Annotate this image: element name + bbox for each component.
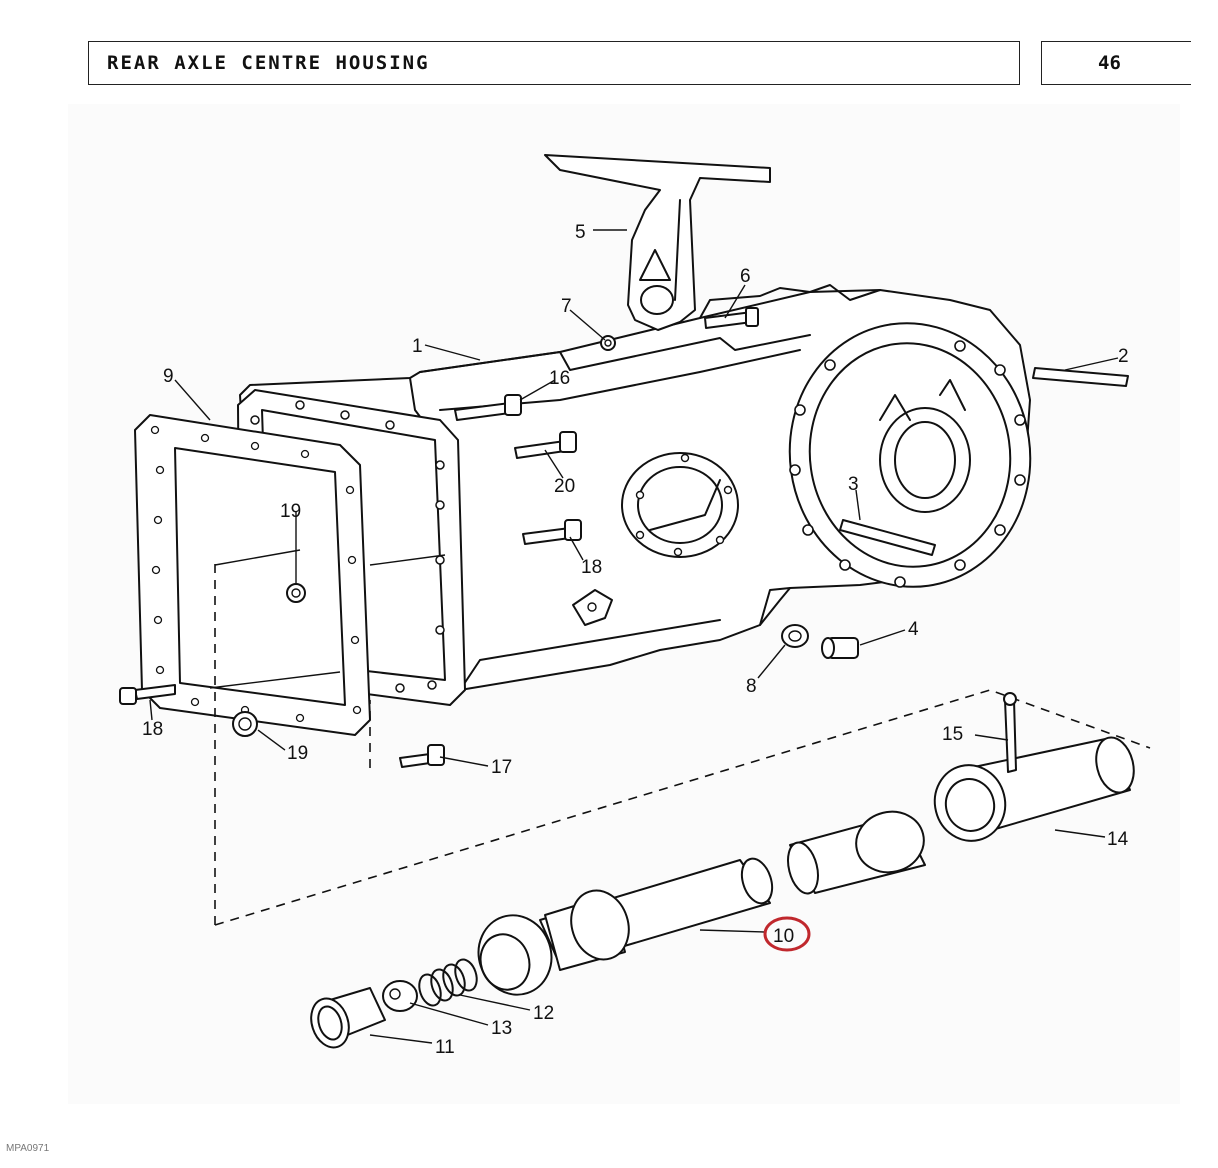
callout-2: 2 <box>1118 346 1129 367</box>
callout-labels: 1 2 3 4 5 6 7 8 9 10 11 12 13 14 15 16 1… <box>142 222 1129 1058</box>
drawing-code: MPA0971 <box>6 1143 50 1154</box>
callout-12: 12 <box>533 1003 554 1024</box>
bolt-18-lower <box>119 684 176 705</box>
callout-3: 3 <box>848 474 859 495</box>
bolt-20 <box>514 431 577 459</box>
callout-7: 7 <box>561 296 572 317</box>
roll-pin <box>1003 692 1017 773</box>
callout-9: 9 <box>163 366 174 387</box>
leader-lines <box>149 229 1119 1044</box>
ball <box>382 980 418 1012</box>
page-title: REAR AXLE CENTRE HOUSING <box>88 41 1020 85</box>
callout-16: 16 <box>549 368 570 389</box>
plug-19-lower <box>232 711 258 737</box>
dowel-pin <box>1032 367 1129 387</box>
callout-20: 20 <box>554 476 575 497</box>
callout-17: 17 <box>491 757 512 778</box>
pto-shaft <box>477 857 774 996</box>
callout-18-lower: 18 <box>142 719 163 740</box>
callout-19-lower: 19 <box>287 743 308 764</box>
splined-coupling <box>787 810 926 895</box>
needle-bush <box>310 987 386 1049</box>
callout-1: 1 <box>412 336 423 357</box>
callout-6: 6 <box>740 266 751 287</box>
callout-5: 5 <box>575 222 586 243</box>
bolt-16 <box>454 394 522 421</box>
callout-14: 14 <box>1107 829 1129 850</box>
callout-4: 4 <box>908 619 919 640</box>
highlight-circle <box>763 916 811 952</box>
callout-18-upper: 18 <box>581 557 602 578</box>
cover-plate <box>572 589 613 626</box>
lifting-bracket <box>544 154 771 331</box>
plug-19-upper <box>286 583 306 603</box>
washer-8 <box>781 624 809 648</box>
callout-8: 8 <box>746 676 757 697</box>
bolt-17 <box>399 744 445 768</box>
plug-4 <box>821 637 859 659</box>
callout-11: 11 <box>435 1037 455 1058</box>
side-opening <box>621 452 739 558</box>
callout-10: 10 <box>773 926 794 947</box>
spring <box>418 958 478 1007</box>
callout-19-upper: 19 <box>280 501 301 522</box>
assembly-lines <box>209 549 1151 926</box>
stud <box>839 519 936 556</box>
callout-15: 15 <box>942 724 963 745</box>
sleeve <box>933 736 1135 842</box>
page-number: 46 <box>1041 41 1191 85</box>
callout-13: 13 <box>491 1018 512 1039</box>
bolt-6 <box>704 307 759 329</box>
